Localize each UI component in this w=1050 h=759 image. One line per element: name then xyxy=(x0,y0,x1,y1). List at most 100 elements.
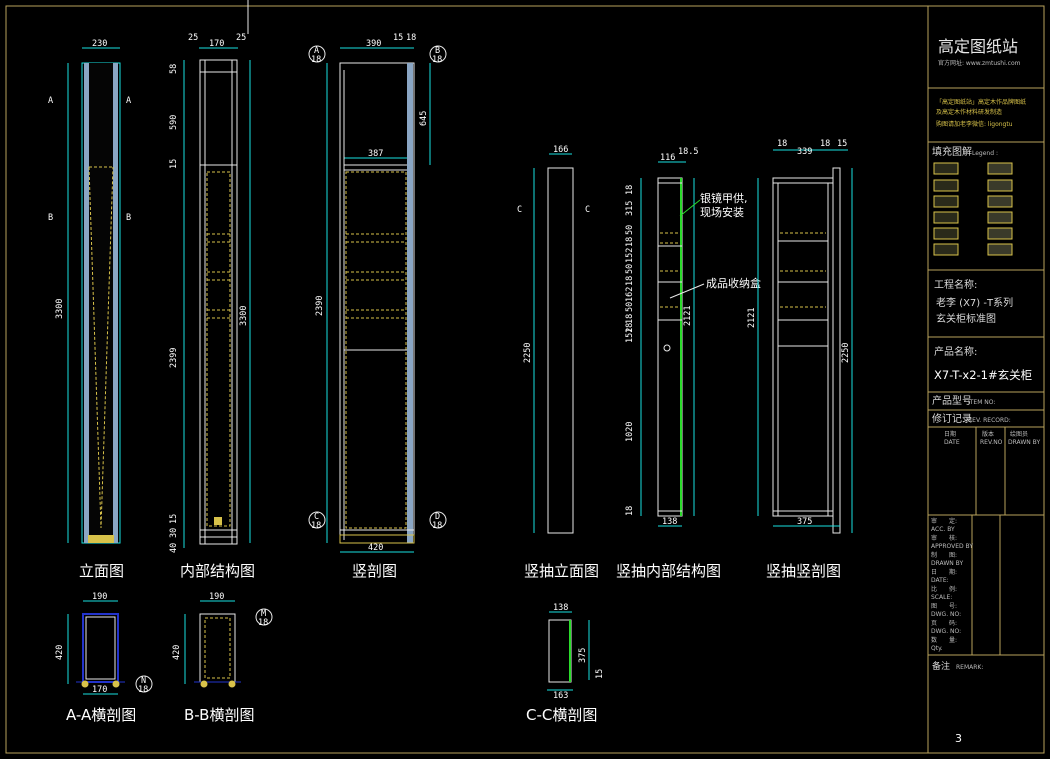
rev-col-date-en: DATE xyxy=(944,439,960,446)
dim-di-v10: 18 xyxy=(625,323,635,333)
dim-drawer-inner-height: 2121 xyxy=(683,306,693,326)
sheet-border xyxy=(5,5,1045,754)
label-drawer-inner: 竖抽内部结构图 xyxy=(616,562,721,580)
dim-drawer-inner-w2: 18.5 xyxy=(678,147,698,157)
section-mark-b: B xyxy=(435,46,440,56)
dim-di-v4: 152 xyxy=(625,248,635,263)
project-line-2: 玄关柜标准图 xyxy=(936,312,996,325)
section-mark-c-right: C xyxy=(585,205,590,215)
dim-section-bottom: 420 xyxy=(368,543,383,553)
dim-inner-v3: 2399 xyxy=(169,348,179,368)
dim-di-v7: 162 xyxy=(625,287,635,302)
dim-ds-b: 339 xyxy=(797,147,812,157)
dim-inner-height: 3300 xyxy=(239,306,249,326)
section-mark-a-sheet: 18 xyxy=(311,55,321,65)
dim-section-height: 2390 xyxy=(315,296,325,316)
product-name: X7-T-x2-1#玄关柜 xyxy=(934,368,1032,382)
front-view: 230 3300 A A B B xyxy=(48,39,131,544)
sign-row-4-en: SCALE: xyxy=(931,594,952,601)
sign-row-2-cn: 制 图: xyxy=(931,551,957,559)
section-mark-c-sheet: 18 xyxy=(311,521,321,531)
dim-di-v13: 18 xyxy=(625,506,635,516)
rev-col-drawn-en: DRAWN BY xyxy=(1008,439,1040,446)
dim-cc-side: 15 xyxy=(595,669,605,679)
section-mark-m-sheet: 18 xyxy=(258,618,268,628)
section-mark-a-right: A xyxy=(126,96,131,106)
dim-ds-h2: 2250 xyxy=(841,343,851,363)
rev-col-rev-cn: 版本 xyxy=(982,430,994,438)
section-mark-n-sheet: 18 xyxy=(138,685,148,695)
page-number: 3 xyxy=(955,732,962,745)
sign-row-0-cn: 审 定: xyxy=(931,517,957,525)
label-section-view: 竖剖图 xyxy=(352,562,397,580)
section-mark-m: M xyxy=(261,609,266,619)
label-section-cc: C-C横剖图 xyxy=(526,706,597,724)
dim-section-a: 15 xyxy=(393,33,403,43)
drawer-section-view: 18 339 18 15 2121 2250 375 xyxy=(747,139,853,534)
section-mark-b-left: B xyxy=(48,213,53,223)
dim-section-inner: 387 xyxy=(368,149,383,159)
sign-row-2-en: DRAWN BY xyxy=(931,560,963,567)
dim-bb-height: 420 xyxy=(172,645,182,660)
title-block xyxy=(927,6,1044,753)
dim-aa-width: 190 xyxy=(92,592,107,602)
dim-drawer-front-width: 166 xyxy=(553,145,568,155)
dim-di-v2: 50 xyxy=(625,225,635,235)
section-mark-a-left: A xyxy=(48,96,53,106)
section-aa-view: 190 420 170 N 18 xyxy=(55,592,153,695)
dim-inner-v4: 15 xyxy=(169,514,179,524)
sign-row-1-en: APPROVED BY xyxy=(931,543,973,550)
sign-off-rows: 审 定: ACC. BY 审 核: APPROVED BY 制 图: DRAWN… xyxy=(931,517,973,652)
section-mark-a: A xyxy=(314,46,319,56)
item-no-label: 产品型号 xyxy=(932,394,972,407)
brand-note-1: 「高定图纸站」高定木作品牌图纸 xyxy=(936,98,1026,106)
sign-row-5-en: DWG. NO: xyxy=(931,611,961,618)
legend-swatches xyxy=(933,162,1013,256)
rev-col-rev-en: REV.NO xyxy=(980,439,1003,446)
dim-di-v11: 152 xyxy=(625,328,635,343)
dim-di-v5: 50 xyxy=(625,264,635,274)
callout-mirror-1: 银镜甲供, xyxy=(700,191,748,205)
dim-inner-v6: 40 xyxy=(169,543,179,553)
dim-front-width: 230 xyxy=(92,39,107,49)
label-drawer-section: 竖抽竖剖图 xyxy=(766,562,841,580)
callout-box: 成品收纳盒 xyxy=(706,276,761,290)
sign-row-5-cn: 图 号: xyxy=(931,603,957,610)
label-drawer-front: 竖抽立面图 xyxy=(524,562,599,580)
label-section-bb: B-B横剖图 xyxy=(184,706,254,724)
rev-col-drawn-cn: 绘图员 xyxy=(1010,430,1028,438)
dim-inner-v5: 30 xyxy=(169,528,179,538)
revision-label: 修订记录 xyxy=(932,412,972,425)
dim-front-height: 3300 xyxy=(55,299,65,319)
sign-row-6-en: DWG. NO: xyxy=(931,628,961,635)
brand-title: 高定图纸站 xyxy=(938,37,1018,56)
dim-inner-v0: 58 xyxy=(169,64,179,74)
remark-en: REMARK: xyxy=(956,664,983,671)
sign-row-7-en: Qty. xyxy=(931,645,943,652)
dim-ds-a: 18 xyxy=(777,139,787,149)
section-mark-d: D xyxy=(435,512,440,522)
label-front-view: 立面图 xyxy=(79,562,124,580)
dim-inner-a: 25 xyxy=(188,33,198,43)
label-inner-view: 内部结构图 xyxy=(180,562,255,580)
dim-drawer-inner-w1: 116 xyxy=(660,153,675,163)
dim-cc-width: 138 xyxy=(553,603,568,613)
section-mark-c: C xyxy=(314,512,319,522)
dim-bb-width: 190 xyxy=(209,592,224,602)
brand-note-3: 购图请加老李微信: ligongtu xyxy=(936,120,1013,128)
sign-row-7-cn: 数 量: xyxy=(931,636,957,644)
dim-section-top: 645 xyxy=(419,111,429,126)
brand-note-2: 及高定木作材料研发制造 xyxy=(936,108,1002,116)
section-mark-n: N xyxy=(141,676,146,686)
item-no-en: ITEM NO: xyxy=(968,399,995,406)
dim-di-v6: 18 xyxy=(625,276,635,286)
drawer-inner-view: 116 18.5 18 315 50 18 152 50 18 162 50 1… xyxy=(625,147,761,527)
dim-ds-bottom: 375 xyxy=(797,517,812,527)
legend-title: 填充图解 xyxy=(932,145,972,158)
remark-label: 备注 xyxy=(932,660,950,672)
sign-row-0-en: ACC. BY xyxy=(931,526,955,533)
dim-ds-h1: 2121 xyxy=(747,308,757,328)
dim-cc-bottom: 163 xyxy=(553,691,568,701)
sign-row-4-cn: 比 例: xyxy=(931,585,957,593)
